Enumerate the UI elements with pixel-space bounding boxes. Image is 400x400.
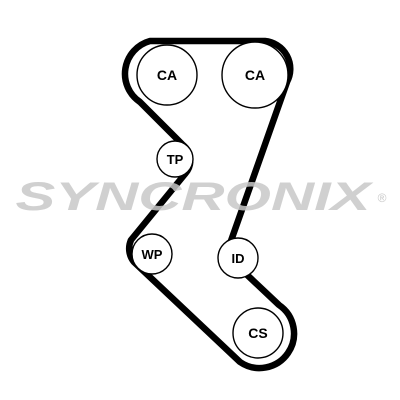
pulley-ca-left: CA <box>136 44 198 106</box>
pulley-circle <box>131 233 173 275</box>
pulley-ca-right: CA <box>221 41 289 109</box>
pulley-label: WP <box>142 247 163 262</box>
watermark-logo: SYNCRONIX ® <box>16 175 387 219</box>
pulley-cs: CS <box>232 307 284 359</box>
pulley-circle <box>217 237 259 279</box>
pulley-label: ID <box>232 251 245 266</box>
registered-mark: ® <box>378 191 387 205</box>
pulley-circle <box>221 41 289 109</box>
watermark-brand: SYNCRONIX <box>16 175 374 219</box>
pulley-wp: WP <box>131 233 173 275</box>
pulley-label: CS <box>248 325 267 341</box>
pulley-circle <box>156 140 194 178</box>
pulley-tp: TP <box>156 140 194 178</box>
pulley-id: ID <box>217 237 259 279</box>
pulley-label: CA <box>157 67 177 83</box>
timing-belt <box>121 37 298 372</box>
pulley-label: CA <box>245 67 265 83</box>
pulley-label: TP <box>167 152 184 167</box>
pulley-circle <box>232 307 284 359</box>
pulley-circle <box>136 44 198 106</box>
